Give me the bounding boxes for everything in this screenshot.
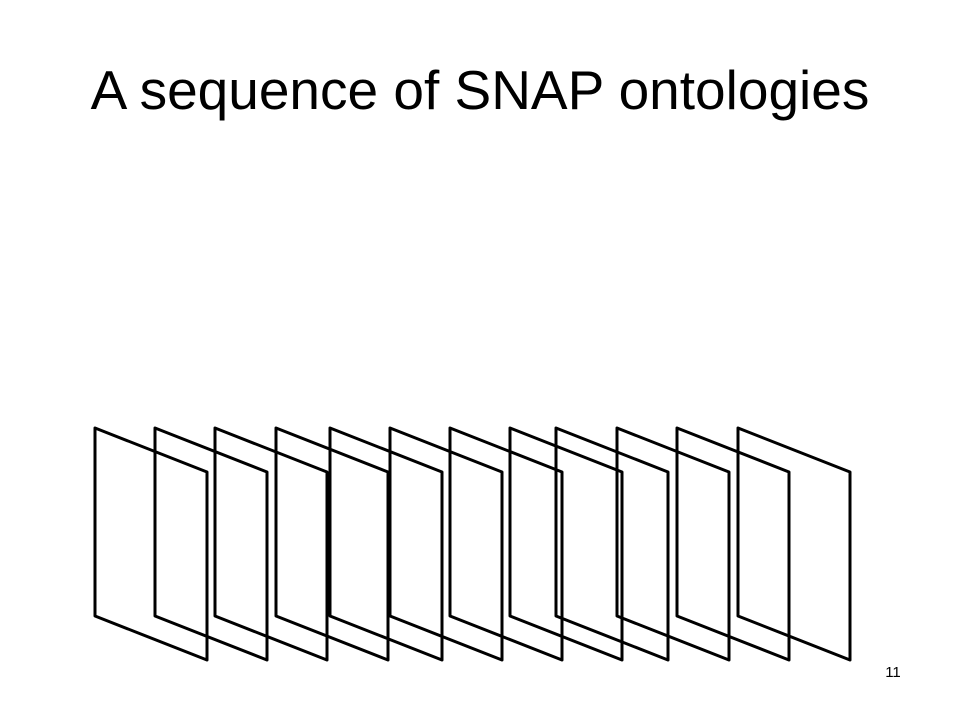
ontology-panel-7 [448,426,564,662]
ontology-panel-5 [328,426,444,662]
panel-stack [93,426,852,662]
ontology-panel-11 [675,426,791,662]
ontology-panel-12 [736,426,852,662]
ontology-panel-9 [554,426,670,662]
ontology-panel-2 [153,426,269,662]
ontology-panel-8 [508,426,624,662]
ontology-panel-6 [388,426,504,662]
ontology-panel-10 [615,426,731,662]
ontology-panel-1 [93,426,209,662]
ontology-panel-4 [274,426,390,662]
slide-title: A sequence of SNAP ontologies [90,59,870,121]
ontology-panel-3 [213,426,329,662]
slide-number: 11 [885,664,901,681]
